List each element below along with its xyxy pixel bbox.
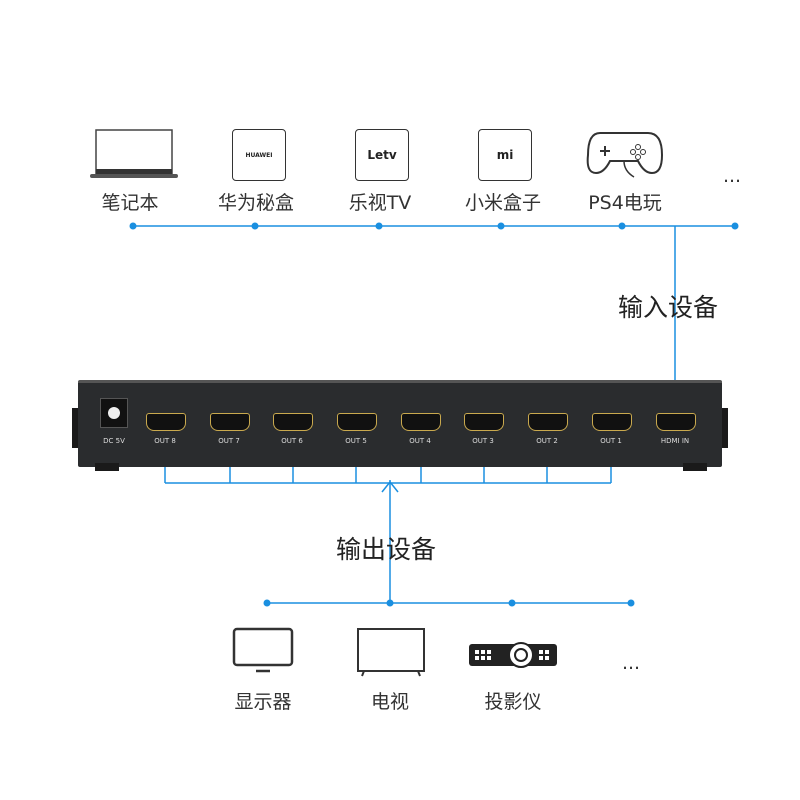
input-label-huawei: 华为秘盒	[217, 192, 294, 214]
hdmi-port-out4	[401, 413, 441, 431]
input-label-laptop: 笔记本	[101, 192, 159, 214]
projector-icon	[469, 642, 557, 668]
dc-power-port	[100, 398, 128, 428]
hdmi-port-out3	[464, 413, 504, 431]
port-label: OUT 4	[409, 437, 431, 445]
input-label-ps4: PS4电玩	[588, 192, 662, 214]
hdmi-port-out2	[528, 413, 568, 431]
port-label: DC 5V	[103, 437, 125, 445]
port-label: OUT 3	[472, 437, 494, 445]
output-more: ...	[621, 652, 641, 674]
device-foot	[683, 463, 707, 471]
gamepad-icon	[586, 132, 664, 178]
port-label: HDMI IN	[660, 437, 690, 445]
input-devices-title: 输入设备	[618, 293, 719, 322]
port-label: OUT 6	[281, 437, 303, 445]
laptop-icon	[90, 129, 178, 178]
hdmi-port-out6	[273, 413, 313, 431]
monitor-icon	[232, 627, 294, 673]
mi-logo: mi	[496, 148, 514, 162]
mi-box-icon: mi	[478, 129, 532, 181]
hdmi-port-out7	[210, 413, 250, 431]
input-more: ...	[722, 165, 742, 187]
port-label: OUT 5	[345, 437, 367, 445]
port-label: OUT 2	[536, 437, 558, 445]
hdmi-port-out8	[146, 413, 186, 431]
tv-icon	[357, 628, 425, 677]
huawei-logo: HUAWEI	[245, 151, 273, 159]
output-label-projector: 投影仪	[484, 691, 542, 713]
huawei-box-icon: HUAWEI	[232, 129, 286, 181]
input-label-mi: 小米盒子	[464, 192, 541, 214]
letv-box-icon: Letv	[355, 129, 409, 181]
output-label-monitor: 显示器	[234, 691, 292, 713]
port-label: OUT 7	[218, 437, 240, 445]
output-label-tv: 电视	[370, 691, 409, 713]
port-label: OUT 1	[600, 437, 622, 445]
letv-logo: Letv	[367, 148, 397, 162]
hdmi-port-out5	[337, 413, 377, 431]
port-label: OUT 8	[154, 437, 176, 445]
input-label-letv: 乐视TV	[348, 192, 412, 214]
hdmi-port-out1	[592, 413, 632, 431]
hdmi-port-in	[656, 413, 696, 431]
device-foot	[95, 463, 119, 471]
output-devices-title: 输出设备	[336, 535, 437, 564]
